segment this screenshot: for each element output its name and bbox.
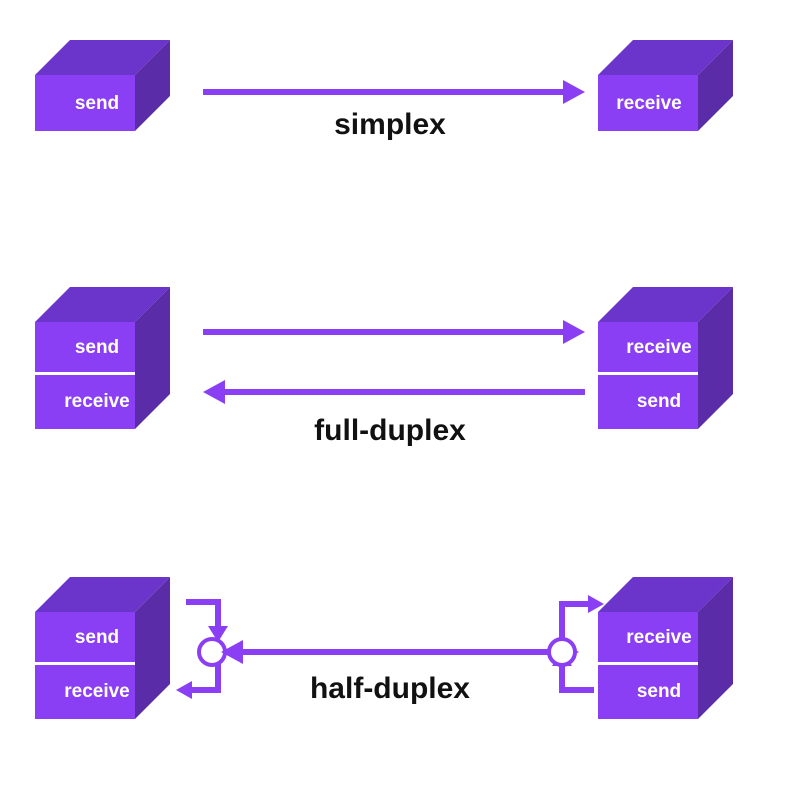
switch-bracket-bottom — [559, 664, 594, 693]
node-label-lower: receive — [64, 681, 130, 702]
arrow-shaft — [243, 649, 557, 655]
box-side-face — [698, 287, 733, 429]
arrow-shaft — [203, 329, 563, 335]
arrow-head-down — [208, 626, 228, 642]
box-front-face — [35, 75, 135, 131]
box-front-face-upper — [35, 322, 135, 372]
halfduplex-arrow-bidirectional — [221, 640, 579, 664]
fullduplex-left-node: send receive — [35, 287, 170, 429]
box-front-face-lower — [35, 665, 135, 719]
node-label-lower: receive — [64, 391, 130, 412]
box-top-face — [35, 577, 170, 612]
switch-bracket-bottom — [190, 664, 221, 693]
simplex-right-node: receive — [598, 40, 733, 131]
row-full-duplex: send receive receive send full-duplex — [35, 287, 733, 447]
fullduplex-arrow-right — [203, 320, 585, 344]
box-front-face — [598, 75, 698, 131]
row-simplex: send receive simplex — [35, 40, 733, 141]
halfduplex-left-switch — [176, 599, 228, 699]
arrow-head-right — [588, 595, 604, 613]
simplex-left-node: send — [35, 40, 170, 131]
node-label-upper: send — [75, 627, 119, 648]
node-label: send — [75, 93, 119, 114]
node-label-upper: receive — [626, 337, 692, 358]
node-label-lower: send — [637, 391, 681, 412]
switch-bracket-top — [559, 601, 590, 640]
box-front-face-upper — [598, 612, 698, 662]
box-front-face-upper — [598, 322, 698, 372]
box-front-face-lower — [35, 375, 135, 429]
arrow-head-right — [563, 80, 585, 104]
box-front-face-lower — [598, 375, 698, 429]
arrow-head-left — [203, 380, 225, 404]
arrow-head-right — [563, 320, 585, 344]
fullduplex-right-node: receive send — [598, 287, 733, 429]
box-side-face — [698, 577, 733, 719]
fullduplex-arrow-left — [203, 380, 585, 404]
box-front-face-upper — [35, 612, 135, 662]
box-top-face — [35, 287, 170, 322]
box-side-face — [135, 287, 170, 429]
node-label-upper: receive — [626, 627, 692, 648]
box-side-face — [135, 577, 170, 719]
node-label: receive — [616, 93, 682, 114]
box-side-face — [135, 40, 170, 131]
mode-label-simplex: simplex — [334, 108, 446, 141]
simplex-arrow-right — [203, 80, 585, 104]
box-top-face — [598, 287, 733, 322]
arrow-shaft — [203, 89, 563, 95]
switch-circle-icon[interactable] — [547, 637, 577, 667]
box-top-face — [598, 40, 733, 75]
box-side-face — [698, 40, 733, 131]
halfduplex-left-node: send receive — [35, 577, 170, 719]
switch-bracket-top — [186, 599, 221, 628]
box-front-face-lower — [598, 665, 698, 719]
node-label-lower: send — [637, 681, 681, 702]
mode-label-half-duplex: half-duplex — [310, 672, 470, 705]
arrow-shaft — [225, 389, 585, 395]
arrow-head-left — [221, 640, 243, 664]
halfduplex-right-switch — [547, 595, 604, 693]
box-top-face — [598, 577, 733, 612]
halfduplex-right-node: receive send — [598, 577, 733, 719]
arrow-head-left — [176, 681, 192, 699]
mode-label-full-duplex: full-duplex — [314, 414, 466, 447]
box-top-face — [35, 40, 170, 75]
row-half-duplex: send receive — [35, 577, 733, 719]
node-label-upper: send — [75, 337, 119, 358]
